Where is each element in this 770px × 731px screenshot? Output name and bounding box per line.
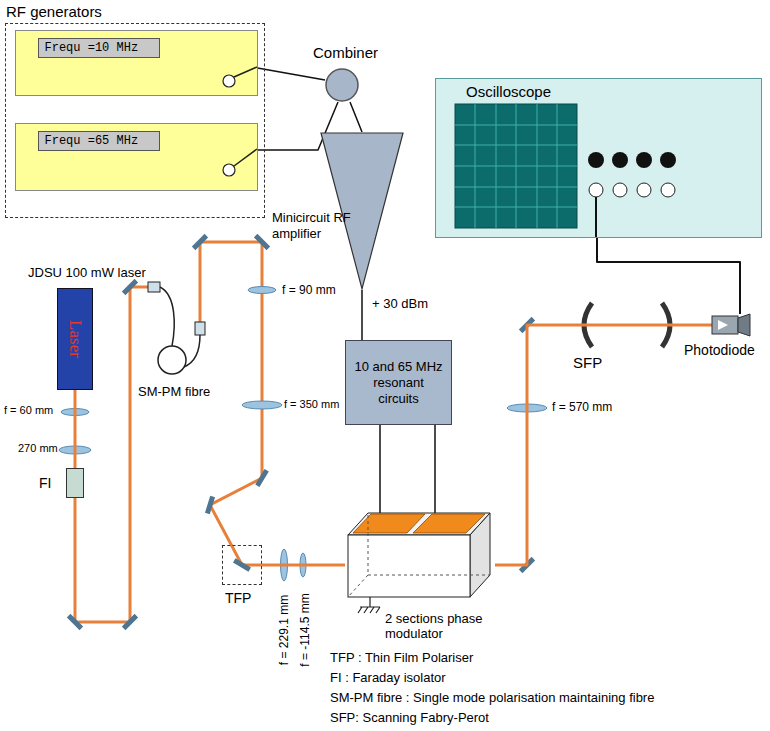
focal-length: f = 60 mm xyxy=(4,404,53,416)
focal-length: 270 mm xyxy=(18,442,58,454)
resonant-circuits-box: 10 and 65 MHz resonant circuits xyxy=(345,340,452,425)
focal-length: f = 229.1 mm xyxy=(277,595,291,665)
photodiode: Photodiode xyxy=(712,314,752,336)
hidden-edge xyxy=(348,515,490,597)
input-socket xyxy=(589,183,603,197)
output-socket xyxy=(223,75,235,87)
node-text: Combiner xyxy=(313,44,378,61)
node-shape xyxy=(325,68,359,102)
knob xyxy=(660,152,676,168)
mirror xyxy=(207,496,212,513)
thin-film-polariser: TFP xyxy=(222,545,262,585)
rf-cable xyxy=(258,68,326,80)
node-text: Frequ =65 MHz xyxy=(38,131,160,151)
optical-fibre xyxy=(184,335,200,367)
rf-generator: Frequ =65 MHz xyxy=(15,123,258,191)
mirror xyxy=(234,560,249,569)
screen-grid xyxy=(455,104,577,228)
diode-icon xyxy=(718,320,728,330)
rf-cable xyxy=(379,425,381,513)
node-text: TFP xyxy=(225,590,251,606)
node-text: FI xyxy=(39,475,51,491)
node-text: RF generators xyxy=(6,3,102,20)
electrode xyxy=(353,514,425,533)
signal-cable xyxy=(595,197,597,237)
mirrors xyxy=(69,236,534,629)
ground-symbol xyxy=(358,597,380,613)
part-label: SFP xyxy=(573,354,602,371)
modulator-top xyxy=(348,513,490,535)
input-socket xyxy=(637,183,651,197)
mirror xyxy=(256,236,269,249)
rf-cable xyxy=(350,102,362,132)
node-text: JDSU 100 mW laser xyxy=(28,265,146,280)
node-text: 10 and 65 MHz resonant circuits xyxy=(352,359,445,407)
node-text: Minicircuit RF amplifier xyxy=(272,210,352,242)
mirror xyxy=(257,470,266,485)
focal-length: f = 570 mm xyxy=(552,400,612,414)
abbreviation-note: FI : Faraday isolator xyxy=(330,670,446,685)
node-text: Frequ =10 MHz xyxy=(38,38,160,58)
rf-cable xyxy=(234,149,257,166)
knob xyxy=(636,152,652,168)
mirror xyxy=(124,616,137,629)
fibre-label: SM-PM fibre xyxy=(138,384,210,399)
laser-beam xyxy=(74,390,77,468)
rf-generators-group: RF generatorsFrequ =10 MHzFrequ =65 MHz xyxy=(5,23,265,218)
rf-cable xyxy=(597,238,740,314)
node-text: Laser xyxy=(65,320,85,358)
mirror xyxy=(124,281,137,294)
node-text: 2 sections phase modulator xyxy=(385,611,497,641)
node-shape xyxy=(712,314,752,336)
combiner-symbol xyxy=(326,69,358,101)
focal-length: f = -114.5 mm xyxy=(298,593,312,666)
abbreviation-note: SFP: Scanning Fabry-Perot xyxy=(330,710,489,725)
lens xyxy=(248,287,276,294)
input-socket xyxy=(661,183,675,197)
power-level: + 30 dBm xyxy=(372,296,428,311)
fibre-coupler xyxy=(195,322,205,335)
rf-amplifier: Minicircuit RF amplifier xyxy=(320,132,404,290)
mirror xyxy=(69,616,82,629)
knob xyxy=(588,152,604,168)
fibre-loop xyxy=(158,346,186,374)
oscilloscope: Oscilloscope xyxy=(435,78,762,238)
laser-beam xyxy=(262,564,345,567)
phase-modulator: 2 sections phase modulator xyxy=(345,513,495,643)
photodiode-head xyxy=(738,314,750,336)
rf-cable xyxy=(434,425,436,513)
lens xyxy=(242,401,282,409)
input-socket xyxy=(613,183,627,197)
optical-fibre xyxy=(160,287,174,346)
node-shape xyxy=(435,78,762,238)
modulator-side xyxy=(470,513,490,597)
rf-cable xyxy=(234,67,257,77)
abbreviation-note: TFP : Thin Film Polariser xyxy=(330,650,473,665)
rf-cable xyxy=(361,290,363,340)
focal-length: f = 350 mm xyxy=(284,398,339,410)
photodiode-body xyxy=(712,316,738,334)
output-socket xyxy=(223,164,235,176)
combiner: Combiner xyxy=(325,68,359,102)
node-text: Photodiode xyxy=(684,342,755,358)
oscilloscope-screen xyxy=(455,104,577,228)
laser-beam xyxy=(495,325,712,565)
modulator-front xyxy=(348,535,470,597)
node-text: Oscilloscope xyxy=(466,83,551,100)
abbreviation-note: SM-PM fibre : Single mode polarisation m… xyxy=(330,690,654,705)
rf-generator: Frequ =10 MHz xyxy=(15,30,258,96)
faraday-isolator: FI xyxy=(66,468,84,498)
laser: JDSU 100 mW laserLaser xyxy=(57,288,93,390)
fibre-coupler xyxy=(148,282,160,292)
knob xyxy=(612,152,628,168)
mirror xyxy=(194,236,207,249)
focal-length: f = 90 mm xyxy=(282,283,336,297)
